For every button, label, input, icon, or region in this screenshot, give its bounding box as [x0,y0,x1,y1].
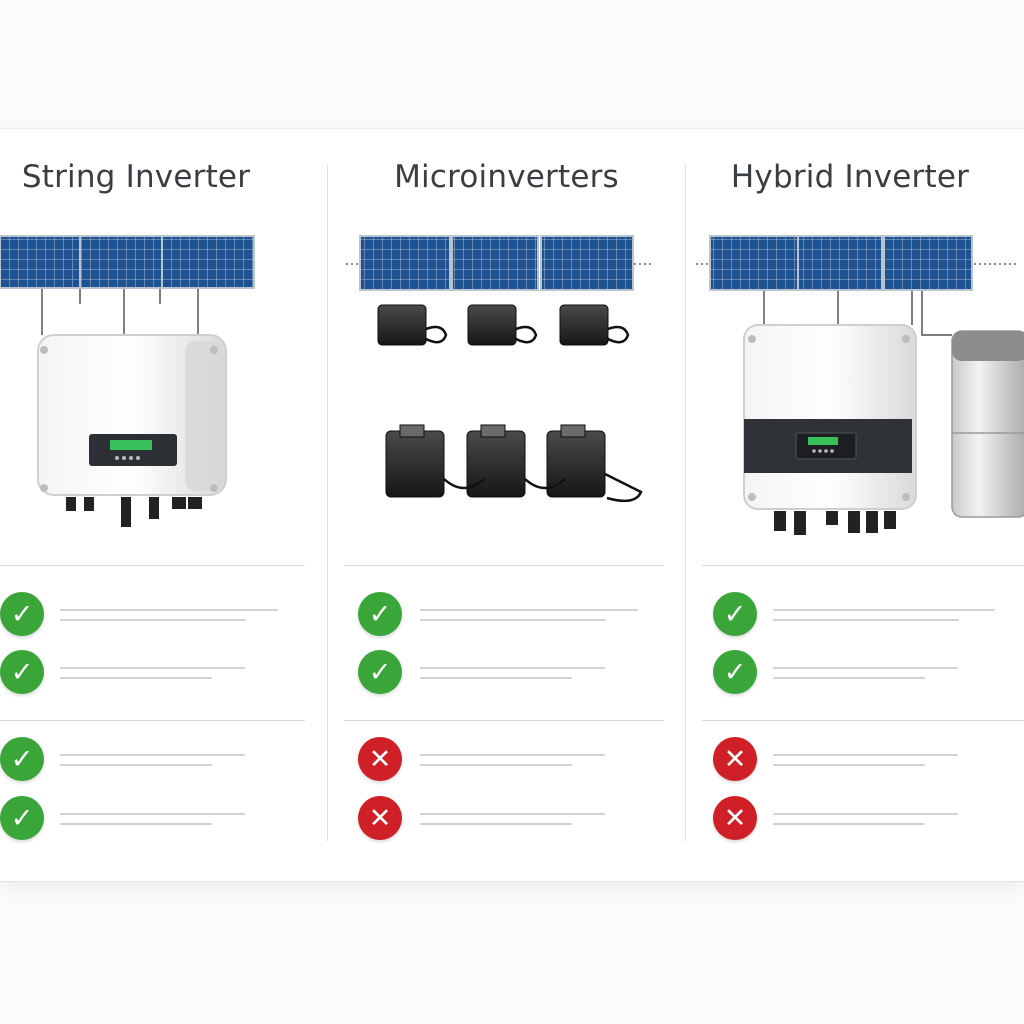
placeholder-line [420,609,638,611]
column-divider [685,165,686,841]
check-icon: ✓ [0,592,44,636]
feature-row: ✕ [328,737,685,783]
column-title: Microinverters [394,159,619,195]
feature-row: ✓ [328,650,685,696]
placeholder-line [773,813,958,815]
comparison-card: String Inverter [0,128,1024,882]
placeholder-line [420,754,605,756]
feature-row: ✓ [0,650,327,696]
check-icon: ✓ [0,796,44,840]
cross-icon: ✕ [358,796,402,840]
feature-row: ✕ [328,796,685,842]
microinverter-icon [385,424,606,498]
placeholder-line [773,823,925,825]
placeholder-line [60,813,245,815]
section-divider [0,720,305,721]
placeholder-line [60,764,212,766]
placeholder-line [60,677,212,679]
microinverters-illustration [346,235,652,503]
cross-icon: ✕ [358,737,402,781]
placeholder-line [420,619,606,621]
check-icon: ✓ [713,592,757,636]
hybrid-inverter-illustration [696,235,1024,535]
placeholder-line [773,609,995,611]
placeholder-line [773,677,925,679]
check-icon: ✓ [0,737,44,781]
placeholder-line [60,823,212,825]
inverter-box-icon [743,324,917,535]
cross-icon: ✕ [713,796,757,840]
placeholder-line [420,677,572,679]
check-icon: ✓ [0,650,44,694]
feature-row: ✓ [0,737,327,783]
placeholder-line [60,609,278,611]
solar-panel-icon [359,235,634,291]
feature-row: ✓ [686,650,1024,696]
inverter-box-icon [37,334,227,527]
placeholder-line [773,619,959,621]
solar-panel-icon [0,235,255,289]
section-divider [344,720,664,721]
feature-row: ✕ [686,796,1024,842]
feature-row: ✓ [686,592,1024,638]
feature-row: ✓ [0,592,327,638]
microinverter-icon [377,304,609,346]
placeholder-line [420,823,572,825]
placeholder-line [60,667,245,669]
string-inverter-illustration [0,235,255,527]
placeholder-line [773,754,958,756]
placeholder-line [60,619,246,621]
placeholder-line [773,667,958,669]
placeholder-line [420,813,605,815]
section-divider [702,565,1024,566]
solar-panel-icon [709,235,973,291]
check-icon: ✓ [358,592,402,636]
feature-row: ✓ [0,796,327,842]
section-divider [0,565,305,566]
placeholder-line [60,754,245,756]
column-divider [327,165,328,841]
section-divider [344,565,664,566]
feature-row: ✕ [686,737,1024,783]
column-title: String Inverter [21,159,251,195]
placeholder-line [420,667,605,669]
section-divider [702,720,1024,721]
column-string-inverter: String Inverter [0,129,327,881]
cross-icon: ✕ [713,737,757,781]
column-hybrid-inverter: Hybrid Inverter [686,129,1024,881]
column-title: Hybrid Inverter [730,159,970,195]
placeholder-line [773,764,925,766]
column-microinverters: Microinverters [328,129,685,881]
battery-icon [951,330,1024,518]
check-icon: ✓ [713,650,757,694]
placeholder-line [420,764,572,766]
check-icon: ✓ [358,650,402,694]
feature-row: ✓ [328,592,685,638]
